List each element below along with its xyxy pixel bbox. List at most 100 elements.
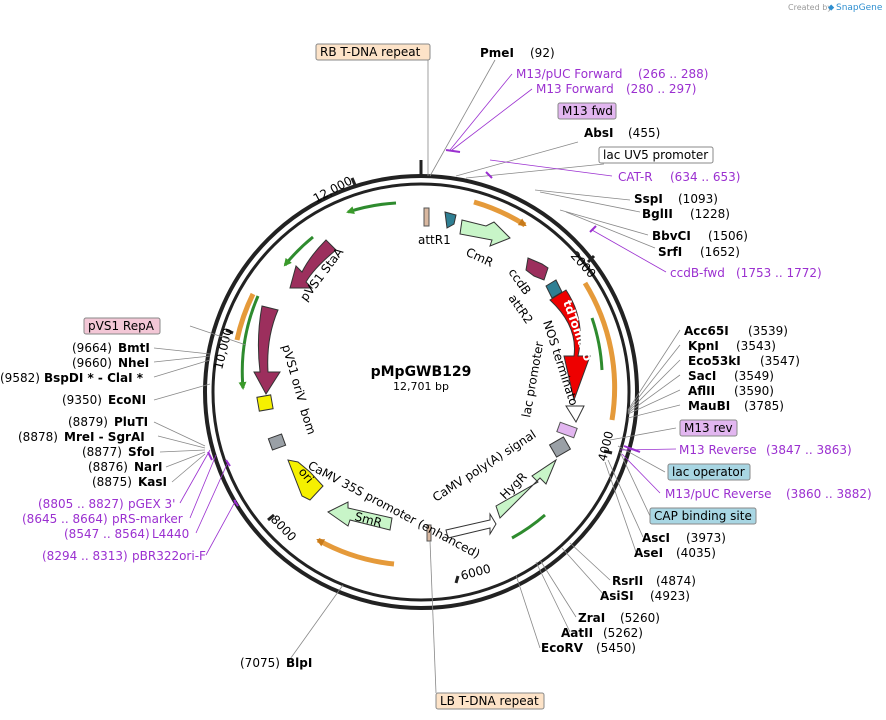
- tick-marks: [225, 160, 613, 584]
- site-pos: (3785): [744, 399, 784, 413]
- site-pos: (9350): [62, 393, 102, 407]
- primer-leader-lines: [179, 73, 677, 556]
- site-name: EcoRV: [541, 641, 584, 655]
- site-name: PluTI: [114, 415, 148, 429]
- arc-green-top: [346, 201, 397, 214]
- site-name: AsiSI: [600, 589, 634, 603]
- lacop-box: [667, 463, 751, 481]
- nos-arrow: [565, 405, 585, 424]
- leader-lines: [153, 59, 681, 694]
- site-name: NarI: [134, 460, 163, 474]
- site-name: BglII: [642, 207, 673, 221]
- site-name: SrfI: [658, 245, 682, 259]
- bom-box: [267, 433, 287, 451]
- primer-range: (634 .. 653): [670, 170, 740, 184]
- primer-range: (3847 .. 3863): [766, 443, 852, 457]
- primer-name: M13/pUC Reverse: [665, 487, 772, 501]
- site-pos: (8877): [82, 445, 122, 459]
- rb-box: [315, 43, 431, 61]
- snapgene-logo-icon: ⬥: [828, 3, 835, 13]
- site-name: SspI: [634, 192, 663, 206]
- primer-name: pRS-marker: [112, 512, 183, 526]
- site-name: KpnI: [688, 339, 719, 353]
- site-pos: (5262): [603, 626, 643, 640]
- primer-name: M13 Reverse: [679, 443, 757, 457]
- site-name: KasI: [138, 475, 167, 489]
- primer-range: (266 .. 288): [638, 67, 708, 81]
- site-pos: (4923): [650, 589, 690, 603]
- feature-lacprom: lac promoter: [519, 340, 546, 418]
- primer-arrow-pgex: [207, 451, 213, 461]
- feature-bom: bom: [297, 407, 319, 437]
- label-lacuv5: lac UV5 promoter: [603, 148, 708, 162]
- site-name: AseI: [634, 546, 663, 560]
- m13rev-box: [679, 419, 738, 437]
- site-pos: (7075): [240, 656, 280, 670]
- site-pos: (3590): [734, 384, 774, 398]
- primer-range: (8645 .. 8664): [22, 512, 108, 526]
- site-pos: (9582): [0, 371, 40, 385]
- cap-box: [649, 507, 757, 525]
- arc-green-left-upper: [283, 235, 314, 267]
- label-lacop: lac operator: [672, 465, 745, 479]
- ori-arrow: [287, 459, 324, 501]
- primer-name: M13/pUC Forward: [516, 67, 623, 81]
- primer-arrow-top: [445, 149, 461, 153]
- label-cap: CAP binding site: [654, 509, 752, 523]
- arc-green-bottom: [511, 513, 546, 540]
- site-name: BbvCI: [652, 229, 691, 243]
- label-m13rev: M13 rev: [684, 421, 733, 435]
- pvs1-repa-arrow: [253, 305, 281, 395]
- primer-name: ccdB-fwd: [670, 266, 725, 280]
- arc-orange-bottom: [316, 537, 395, 567]
- site-pos: (3543): [736, 339, 776, 353]
- site-pos: (9660): [72, 356, 112, 370]
- m13fwd-box: [557, 102, 617, 120]
- site-pos: (3973): [686, 531, 726, 545]
- site-pos: (8879): [68, 415, 108, 429]
- site-pos: (1228): [690, 207, 730, 221]
- primer-name: M13 Forward: [536, 82, 614, 96]
- arc-green-right: [590, 317, 604, 371]
- primer-name: CAT-R: [618, 170, 653, 184]
- plasmid-size: 12,701 bp: [393, 380, 449, 393]
- primer-arrow-ccdb: [589, 225, 597, 233]
- primer-range: (8547 .. 8564): [64, 527, 150, 541]
- plasmid-name: pMpGWB129: [371, 364, 472, 380]
- site-name: ZraI: [578, 611, 605, 625]
- site-pos: (8878): [18, 430, 58, 444]
- primer-range: (1753 .. 1772): [736, 266, 822, 280]
- site-name: PmeI: [480, 46, 514, 60]
- label-m13fwd: M13 fwd: [562, 104, 613, 118]
- site-pos: (4035): [676, 546, 716, 560]
- lb-box: [435, 692, 545, 710]
- site-name: BmtI: [118, 341, 150, 355]
- primer-name: pBR322ori-F: [132, 549, 206, 563]
- site-pos: (3547): [760, 354, 800, 368]
- label-pvs1repa: pVS1 RepA: [88, 319, 155, 333]
- primer-range: (8294 .. 8313): [42, 549, 128, 563]
- tdtomato-arrow: [549, 289, 591, 402]
- lac-promoter-box: [548, 436, 572, 458]
- credit-prefix: Created by: [788, 3, 832, 12]
- site-pos: (5450): [596, 641, 636, 655]
- site-name: AatII: [561, 626, 593, 640]
- backbone-inner: [211, 182, 631, 602]
- feature-attr1: attR1: [418, 233, 451, 247]
- arc-orange-right: [582, 281, 618, 421]
- site-pos: (3539): [748, 324, 788, 338]
- pvs1-staa-arrow: [289, 239, 337, 289]
- hygr-arrow: [495, 458, 558, 519]
- pvs1repa-box: [83, 317, 161, 335]
- credit-brand: SnapGene: [836, 3, 883, 13]
- primer-arrow-catr: [485, 171, 493, 179]
- site-pos: (92): [530, 46, 555, 60]
- feature-attr2: attR2: [506, 292, 536, 327]
- feature-cmr: CmR: [464, 245, 496, 270]
- tick-label: 6000: [459, 561, 492, 582]
- site-pos: (4874): [656, 574, 696, 588]
- arc-green-left: [238, 295, 260, 390]
- polya-arrow: [445, 512, 497, 539]
- feature-pvs1oriv: pVS1 oriV: [279, 343, 309, 404]
- site-pos: (455): [628, 126, 660, 140]
